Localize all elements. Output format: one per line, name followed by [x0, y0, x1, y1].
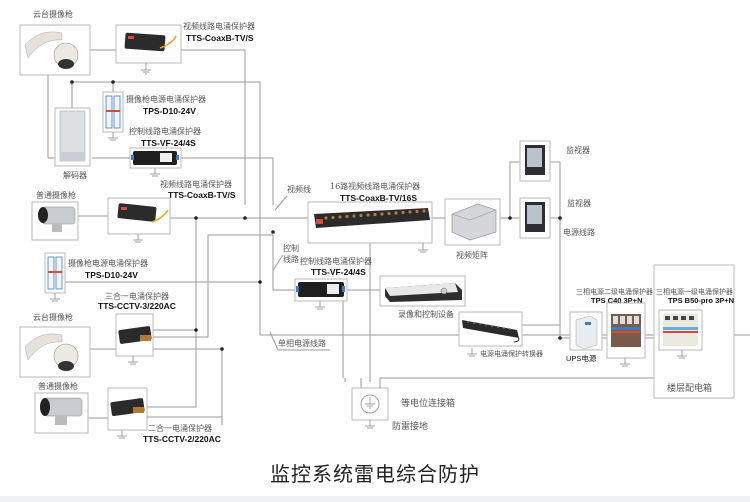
control-spd-1-label: 控制线路电涌保护器	[129, 126, 201, 136]
bullet-camera-1: 普通摄像枪	[31, 190, 79, 241]
video-spd-1-label: 视频线路电涌保护器	[183, 21, 255, 31]
three-in-one-spd-label: 三合一电涌保护器	[105, 291, 169, 301]
ground-icon	[150, 168, 160, 177]
camera-power-spd-1-model: TPS-D10-24V	[143, 106, 196, 116]
ground-icon	[677, 350, 687, 359]
ground-icon	[50, 293, 60, 302]
monitor-2: 监视器	[519, 197, 591, 239]
bullet-camera-1-label: 普通摄像枪	[36, 190, 76, 200]
three-in-one-spd-model: TTS-CCTV-3/220AC	[98, 301, 176, 311]
video-matrix: 视频矩阵	[444, 198, 501, 260]
ptz-camera-2-label: 云台摄像枪	[33, 312, 73, 322]
control-spd-2: 控制线路电涌保护器 TTS-VF-24/4S	[294, 256, 372, 310]
three-phase-spd-level2-label: 三相电源二级电涌保护器	[576, 287, 653, 296]
equipotential-box: 等电位连接箱 防雷接地	[351, 378, 455, 432]
video-spd-2-model: TTS-CoaxB-TV/S	[168, 190, 236, 200]
three-phase-spd-level1: 三相电源一级电涌保护器 TPS B50-pro 3P+N	[656, 287, 734, 359]
ptz-camera-1-label: 云台摄像枪	[33, 9, 73, 19]
control-line-label-2: 线路	[283, 254, 299, 264]
camera-power-spd-2-model: TPS-D10-24V	[85, 270, 138, 280]
equipotential-box-label: 等电位连接箱	[401, 397, 455, 409]
monitor-1-label: 监视器	[566, 145, 590, 155]
ground-symbol-icon	[365, 397, 375, 409]
junction-dots	[70, 80, 562, 351]
ground-icon	[133, 234, 143, 243]
ground-icon	[117, 430, 127, 439]
video-spd-16ch-model: TTS-CoaxB-TV/16S	[340, 193, 417, 203]
video-line-label: 视频线	[287, 184, 311, 194]
three-phase-spd-level1-model: TPS B50-pro 3P+N	[668, 296, 734, 305]
power-strip-spd: 电源电涌保护转换器	[458, 311, 543, 358]
monitor-1: 监视器	[519, 140, 590, 182]
control-line-label-1: 控制	[283, 243, 299, 253]
three-phase-spd-level2-model: TPS C40 3P+N	[591, 296, 642, 305]
single-phase-power-label: 单相电源线路	[278, 338, 326, 348]
ups-label: UPS电源	[566, 353, 597, 363]
floor-distribution-box-label: 楼层配电箱	[667, 382, 712, 394]
video-spd-16ch: 16路视频线路电涌保护器 TTS-CoaxB-TV/16S	[307, 181, 433, 253]
ground-icon	[418, 243, 428, 253]
bottom-divider	[0, 496, 750, 502]
ups: UPS电源	[566, 311, 603, 363]
camera-power-spd-2: 摄像枪电源电涌保护器 TPS-D10-24V	[44, 252, 148, 302]
lightning-ground-label: 防雷接地	[392, 420, 428, 432]
camera-power-spd-1: 摄像枪电源电涌保护器 TPS-D10-24V	[102, 91, 206, 141]
video-spd-2-label: 视频线路电涌保护器	[160, 179, 232, 189]
monitor-2-label: 监视器	[567, 198, 591, 208]
three-phase-spd-level2: 三相电源二级电涌保护器 TPS C40 3P+N	[576, 287, 653, 367]
recorder: 录像和控制设备	[379, 275, 466, 319]
ptz-camera-1: 云台摄像枪	[19, 9, 91, 76]
two-in-one-spd-model: TTS-CCTV-2/220AC	[143, 434, 221, 444]
three-phase-spd-level1-label: 三相电源一级电涌保护器	[656, 287, 733, 296]
control-spd-2-label: 控制线路电涌保护器	[300, 256, 372, 266]
ground-icon	[128, 356, 138, 365]
ground-icon	[365, 420, 375, 429]
video-matrix-label: 视频矩阵	[456, 250, 488, 260]
decoder-label: 解码器	[63, 170, 87, 180]
ground-icon	[467, 348, 477, 357]
video-spd-16ch-label: 16路视频线路电涌保护器	[330, 181, 420, 191]
ground-icon	[141, 63, 151, 75]
two-in-one-spd: 二合一电涌保护器 TTS-CCTV-2/220AC	[107, 387, 221, 444]
ground-icon	[108, 132, 118, 141]
recorder-label: 录像和控制设备	[398, 309, 454, 319]
control-spd-1-model: TTS-VF-24/4S	[141, 138, 196, 148]
ptz-camera-2: 云台摄像枪	[19, 312, 91, 378]
bullet-camera-2-label: 普通摄像枪	[38, 381, 78, 391]
video-spd-1-model: TTS-CoaxB-TV/S	[186, 33, 254, 43]
decoder: 解码器	[54, 107, 91, 180]
camera-power-spd-1-label: 摄像枪电源电涌保护器	[126, 94, 206, 104]
control-spd-1: 控制线路电涌保护器 TTS-VF-24/4S	[129, 126, 201, 177]
ground-icon	[620, 358, 630, 367]
control-spd-2-model: TTS-VF-24/4S	[311, 267, 366, 277]
two-in-one-spd-label: 二合一电涌保护器	[148, 423, 212, 433]
bullet-camera-2: 普通摄像枪	[34, 381, 89, 434]
video-spd-1: 视频线路电涌保护器 TTS-CoaxB-TV/S	[115, 21, 255, 75]
three-in-one-spd: 三合一电涌保护器 TTS-CCTV-3/220AC	[98, 291, 176, 365]
camera-power-spd-2-label: 摄像枪电源电涌保护器	[68, 258, 148, 268]
power-line-label: 电源线路	[563, 227, 595, 237]
page-title: 监控系统雷电综合防护	[270, 462, 480, 486]
ground-icon	[315, 301, 325, 310]
power-strip-spd-label: 电源电涌保护转换器	[480, 349, 543, 358]
video-spd-2: 视频线路电涌保护器 TTS-CoaxB-TV/S	[107, 179, 236, 243]
